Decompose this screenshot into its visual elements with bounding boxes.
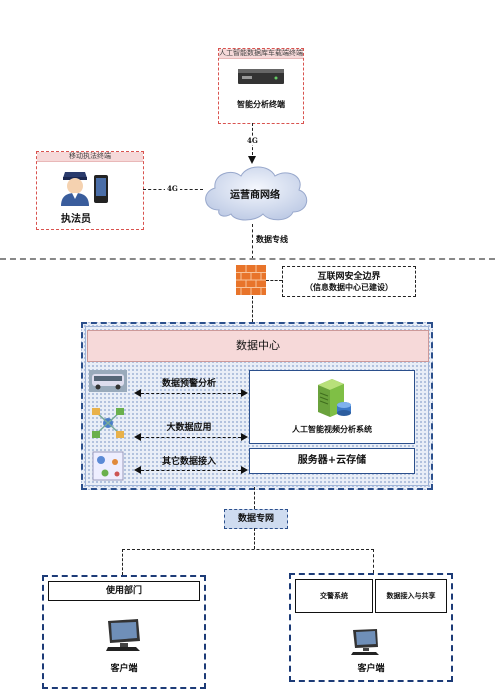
big-data-arrow [134,433,248,441]
private-network-label: 数据专网 [237,514,274,524]
mobile-terminal-label: 执法员 [61,214,91,225]
ai-system-label: 人工智能视频分析系统 [292,424,372,434]
big-data-network-icon [91,406,125,440]
function-label-bigdata: 大数据应用 [166,423,212,433]
mobile-phone-icon [93,174,109,204]
server-icon [310,375,354,419]
data-access-icon [91,450,125,482]
link-4g-vertical: 4G [247,136,258,145]
vehicle-terminal-header: 人工智能数据库车载端终端 [219,49,303,59]
security-boundary-title: 互联网安全边界 [317,272,381,282]
dedicated-line-label: 数据专线 [256,234,288,244]
using-department-box: 使用部门 [48,581,200,601]
mobile-terminal-box: 移动执法终端 执法员 [36,151,144,230]
client-panel-left: 使用部门 客户端 [42,575,206,689]
vehicle-terminal-label: 智能分析终端 [237,99,285,109]
mobile-terminal-header: 移动执法终端 [37,152,143,162]
function-label-warning: 数据预警分析 [161,379,216,389]
link-4g-horizontal: 4G [165,184,180,193]
using-department-label: 使用部门 [105,586,142,596]
data-sharing-label: 数据接入与共享 [386,591,436,600]
data-center-title: 数据中心 [236,339,280,352]
firewall-icon [236,265,266,295]
data-center-title-bar: 数据中心 [87,330,429,362]
security-boundary-box: 互联网安全边界 （信息数据中心已建设） [282,266,416,297]
client-right-label: 客户端 [357,664,385,674]
computer-icon [102,617,146,653]
server-cloud-storage-label: 服务器+云存储 [297,455,367,466]
data-sharing-box: 数据接入与共享 [375,579,447,613]
operator-network-cloud: 运营商网络 [197,160,313,226]
traffic-police-box: 交警系统 [295,579,373,613]
computer-icon [349,627,383,657]
warning-analysis-arrow [134,389,248,397]
other-data-arrow [134,466,248,474]
data-center-panel: 数据中心 数据预警 [81,322,433,490]
analysis-device-icon [236,67,286,87]
server-cloud-storage: 服务器+云存储 [249,448,415,474]
client-panel-right: 交警系统 数据接入与共享 客户端 [289,573,453,682]
security-boundary-note: （信息数据中心已建设） [305,282,393,292]
function-label-other: 其它数据接入 [161,457,216,467]
ai-video-analysis-system: 人工智能视频分析系统 [249,370,415,444]
client-left-label: 客户端 [110,664,138,674]
network-boundary-separator [0,258,495,260]
private-network-box: 数据专网 [224,509,288,529]
traffic-police-label: 交警系统 [320,591,348,600]
vehicle-terminal-box: 人工智能数据库车载端终端 智能分析终端 [218,48,304,124]
operator-network-label: 运营商网络 [230,190,280,201]
police-officer-icon [55,166,95,206]
bus-surveillance-thumbnail [89,370,127,392]
